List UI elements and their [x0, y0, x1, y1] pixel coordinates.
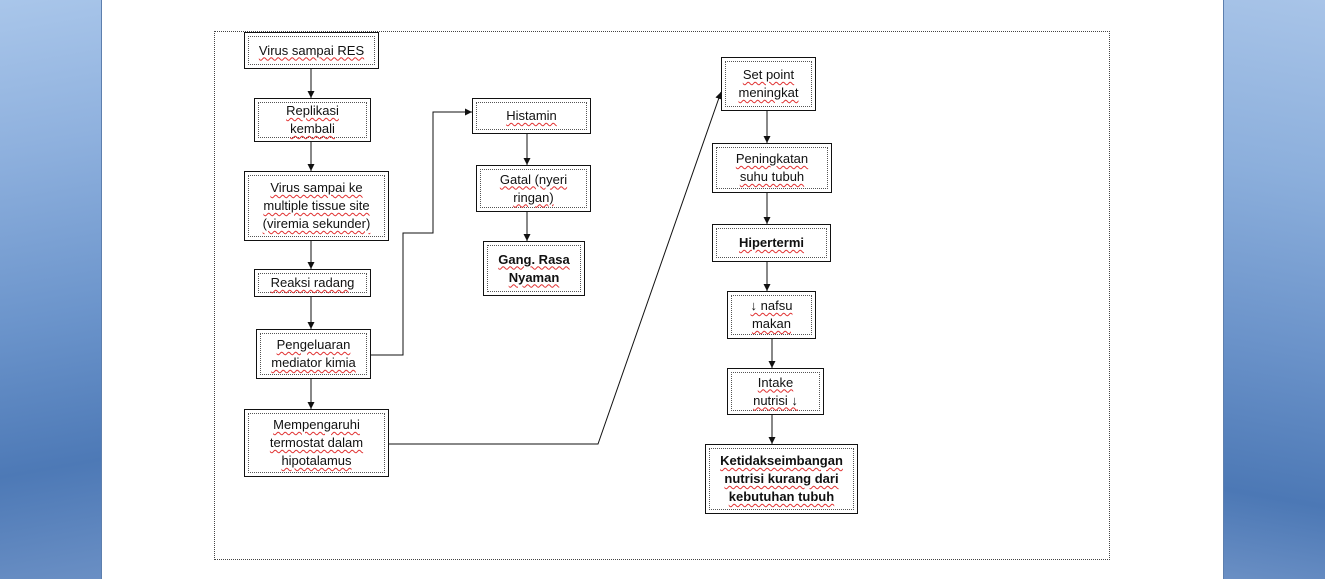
node-intake-nutrisi: Intake nutrisi ↓ [727, 368, 824, 415]
node-label: Replikasi kembali [286, 103, 339, 136]
node-gang-rasa-nyaman: Gang. Rasa Nyaman [483, 241, 585, 296]
node-label: Peningkatan suhu tubuh [735, 151, 809, 184]
node-reaksi-radang: Reaksi radang [254, 269, 371, 297]
node-gatal: Gatal (nyeri ringan) [476, 165, 591, 212]
arrow-n6-n10 [388, 91, 722, 445]
node-label: Gang. Rasa Nyaman [498, 251, 570, 285]
node-virus-multiple-tissue: Virus sampai ke multiple tissue site (vi… [244, 171, 389, 241]
node-label: Ketidakseimbangan nutrisi kurang dari ke… [720, 453, 843, 504]
node-label: Set point meningkat [738, 67, 799, 100]
node-label: Reaksi radang [270, 275, 355, 290]
arrow-n5-n7 [371, 108, 472, 356]
desktop-background-left [0, 0, 101, 579]
node-replikasi-kembali: Replikasi kembali [254, 98, 371, 142]
node-histamin: Histamin [472, 98, 591, 134]
node-virus-sampai-res: Virus sampai RES [244, 32, 379, 69]
node-label: Virus sampai RES [258, 42, 365, 58]
node-mempengaruhi-termostat: Mempengaruhi termostat dalam hipotalamus [244, 409, 389, 477]
node-label: Gatal (nyeri ringan) [499, 171, 568, 205]
node-pengeluaran-mediator: Pengeluaran mediator kimia [256, 329, 371, 379]
node-label: Pengeluaran mediator kimia [271, 337, 356, 370]
node-peningkatan-suhu: Peningkatan suhu tubuh [712, 143, 832, 193]
node-label: Hipertermi [738, 235, 805, 250]
node-ketidakseimbangan-nutrisi: Ketidakseimbangan nutrisi kurang dari ke… [705, 444, 858, 514]
node-label: ↓ nafsu makan [750, 298, 793, 331]
node-hipertermi: Hipertermi [712, 224, 831, 262]
node-set-point-meningkat: Set point meningkat [721, 57, 816, 111]
node-label: Intake nutrisi ↓ [753, 374, 798, 408]
desktop-background-right [1224, 0, 1325, 579]
diagram-frame [214, 31, 1110, 560]
node-label: Histamin [506, 108, 557, 123]
node-label: Virus sampai ke multiple tissue site (vi… [262, 180, 371, 231]
node-nafsu-makan: ↓ nafsu makan [727, 291, 816, 339]
node-label: Mempengaruhi termostat dalam hipotalamus [269, 417, 364, 468]
